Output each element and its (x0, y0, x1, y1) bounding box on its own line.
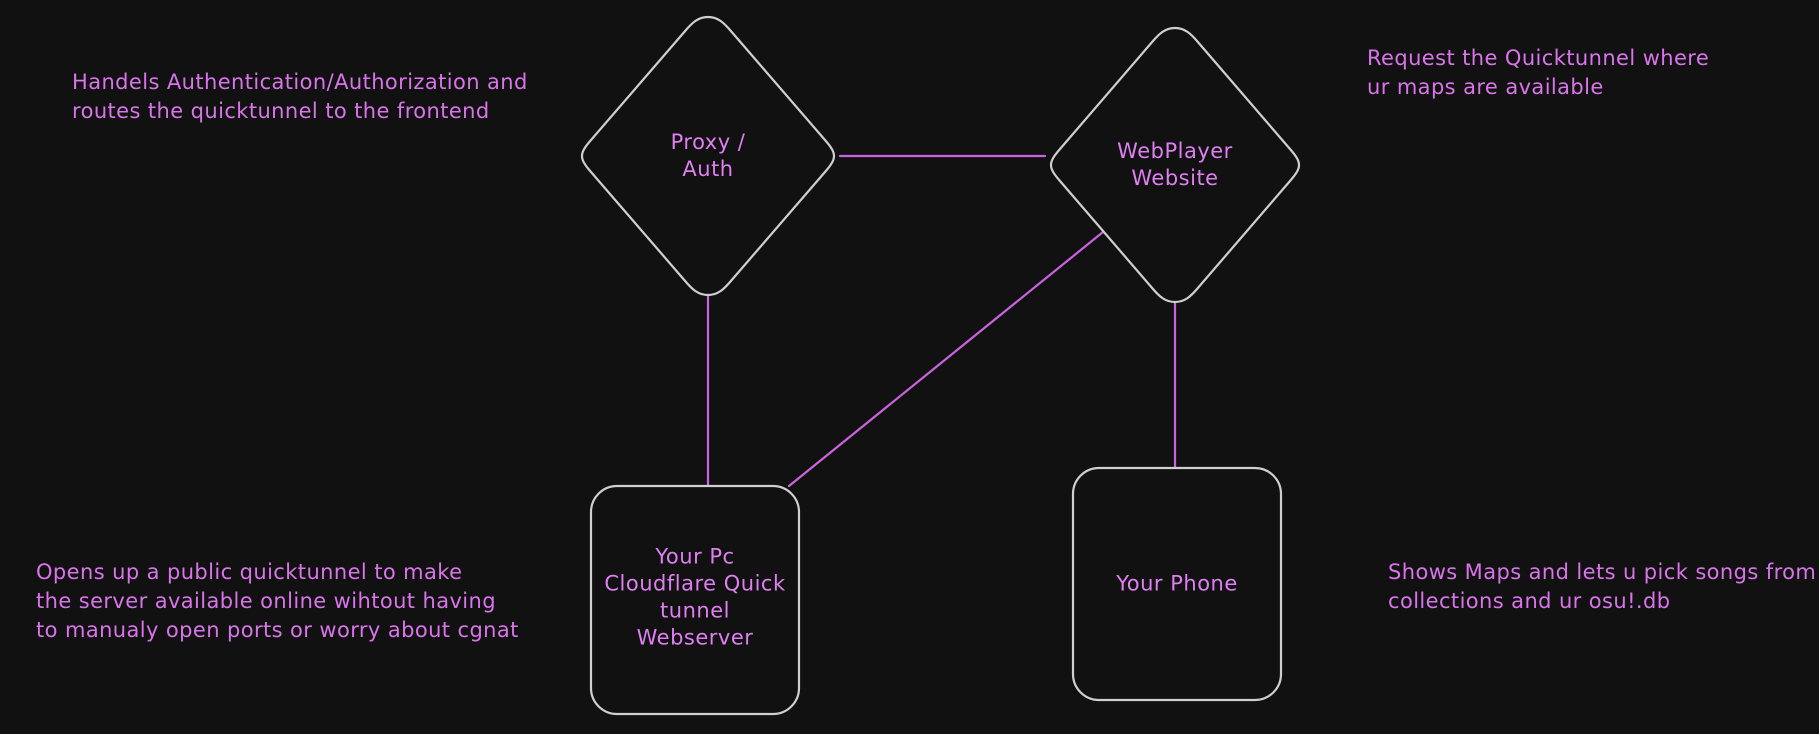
node-your-phone-shape[interactable] (1071, 466, 1283, 702)
edge-webplayer-to-your-pc (787, 230, 1105, 488)
annotation-proxy-auth: Handels Authentication/Authorization and… (72, 70, 528, 123)
edge-group (706, 154, 1177, 488)
node-your-pc-shape[interactable] (589, 484, 801, 716)
annotation-your-phone: Shows Maps and lets u pick songs from co… (1388, 560, 1817, 613)
node-group (580, 15, 1301, 716)
node-proxy-auth-shape[interactable] (580, 15, 836, 297)
annotation-your-pc: Opens up a public quicktunnel to make th… (36, 560, 519, 642)
node-webplayer-website-shape[interactable] (1049, 26, 1301, 304)
annotation-webplayer-website: Request the Quicktunnel where ur maps ar… (1367, 46, 1710, 99)
